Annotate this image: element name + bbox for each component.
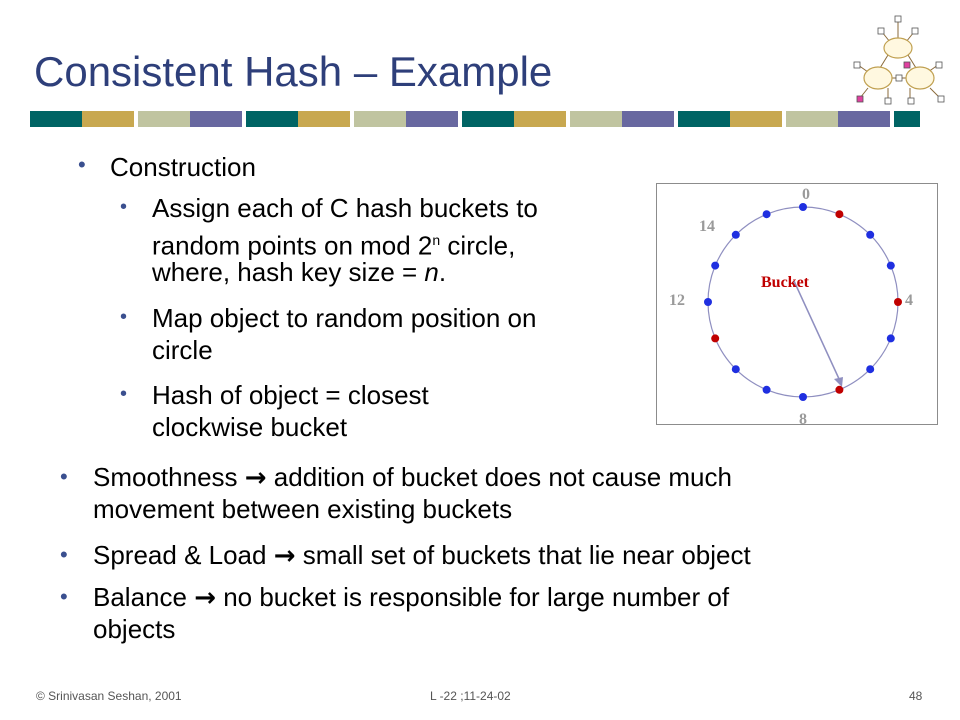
ring-point xyxy=(886,334,895,343)
bullet-assign-line3: where, hash key size = n. xyxy=(152,257,447,287)
stripe-block xyxy=(462,111,514,127)
stripe-block xyxy=(138,111,190,127)
bullet-map-line1: Map object to random position on xyxy=(152,303,537,333)
ring-point xyxy=(731,230,740,239)
stripe-block xyxy=(786,111,838,127)
bullet-assign-line1: Assign each of C hash buckets to xyxy=(152,193,538,223)
bullet-glyph: • xyxy=(120,306,128,328)
ring-point xyxy=(799,393,807,401)
stripe-block xyxy=(622,111,674,127)
bucket-pointer-line xyxy=(793,280,841,382)
bullet-smoothness-line1: Smoothness → addition of bucket does not… xyxy=(93,462,732,493)
stripe-block xyxy=(190,111,242,127)
ring-point xyxy=(762,210,771,219)
bullet-construction: Construction xyxy=(110,152,256,182)
bullet-hash-line1: Hash of object = closest xyxy=(152,380,429,410)
ring-point xyxy=(704,298,712,306)
footer-page-number: 48 xyxy=(909,689,923,703)
network-logo-icon xyxy=(853,15,945,105)
ring-point xyxy=(866,230,875,239)
bullet-glyph: • xyxy=(120,196,128,218)
bucket-point xyxy=(835,385,844,394)
arrow-right-icon: → xyxy=(244,463,267,493)
stripe-block xyxy=(298,111,350,127)
stripe-block xyxy=(894,111,920,127)
ring-point xyxy=(886,261,895,270)
stripe-block xyxy=(82,111,134,127)
bucket-pointer-arrowhead xyxy=(834,377,843,387)
bullet-glyph: • xyxy=(60,542,68,567)
ring-label-0: 0 xyxy=(802,186,810,203)
bullet-smoothness-line2: movement between existing buckets xyxy=(93,494,513,524)
ring-point xyxy=(711,261,720,270)
bullet-spread-load: Spread & Load → small set of buckets tha… xyxy=(93,540,751,571)
bucket-point xyxy=(835,210,844,219)
ring-point xyxy=(799,203,807,211)
stripe-block xyxy=(30,111,82,127)
ring-label-4: 4 xyxy=(905,292,913,309)
title-divider-stripe xyxy=(30,111,920,127)
stripe-block xyxy=(678,111,730,127)
bullet-balance-line2: objects xyxy=(93,614,176,644)
stripe-block xyxy=(514,111,566,127)
bullet-map-line2: circle xyxy=(152,335,213,365)
arrow-right-icon: → xyxy=(194,583,216,613)
stripe-block xyxy=(838,111,890,127)
ring-label-8: 8 xyxy=(799,411,807,424)
bullet-glyph: • xyxy=(60,584,68,609)
bullet-glyph: • xyxy=(120,383,128,405)
bullet-glyph: • xyxy=(78,152,86,177)
bucket-point xyxy=(711,334,720,343)
hash-ring-diagram: 0 4 8 12 14 Bucket xyxy=(669,186,913,428)
bullet-assign-line2: random points on mod 2n circle, xyxy=(152,230,516,261)
slide-title: Consistent Hash – Example xyxy=(34,48,553,95)
stripe-block xyxy=(570,111,622,127)
footer-lecture: L -22 ;11-24-02 xyxy=(430,689,511,703)
bucket-label: Bucket xyxy=(761,274,810,291)
bullet-balance-line1: Balance → no bucket is responsible for l… xyxy=(93,582,730,613)
bullet-hash-line2: clockwise bucket xyxy=(152,412,348,442)
ring-point xyxy=(762,385,771,394)
arrow-right-icon: → xyxy=(273,541,296,571)
ring-point xyxy=(866,365,875,374)
stripe-block xyxy=(354,111,406,127)
ring-label-12: 12 xyxy=(669,292,685,309)
ring-point xyxy=(731,365,740,374)
bullet-glyph: • xyxy=(60,464,68,489)
hash-ring-figure: 0 4 8 12 14 Bucket xyxy=(656,183,938,428)
stripe-block xyxy=(246,111,298,127)
stripe-block xyxy=(730,111,782,127)
footer-author: © Srinivasan Seshan, 2001 xyxy=(36,689,182,703)
ring-label-14: 14 xyxy=(699,218,715,235)
stripe-block xyxy=(406,111,458,127)
bucket-point xyxy=(894,298,902,306)
